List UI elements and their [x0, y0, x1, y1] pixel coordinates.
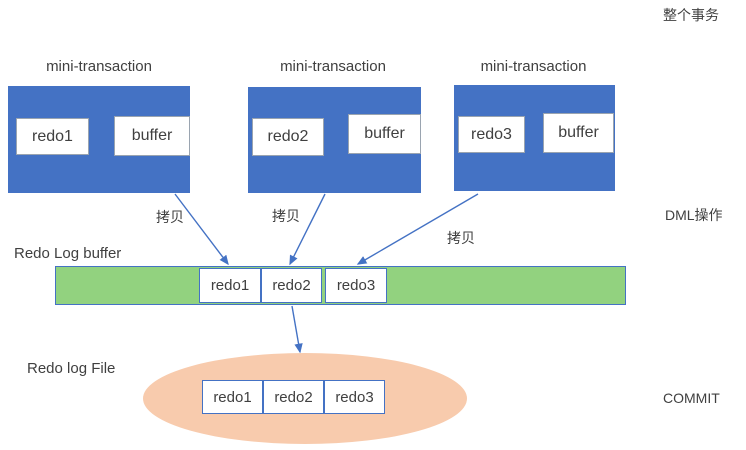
mini-transaction-group-1: mini-transaction redo1 buffer: [8, 58, 190, 194]
copy-label-2: 拷贝: [272, 208, 300, 224]
redo-log-file-cell-1: redo1: [202, 380, 263, 414]
buffer-box-3: buffer: [543, 113, 614, 153]
redo-log-buffer-cell-3: redo3: [325, 268, 387, 303]
redo-log-file-cell-2: redo2: [263, 380, 324, 414]
copy-label-3: 拷贝: [447, 230, 475, 246]
copy-arrow-2: [289, 193, 326, 266]
stage-label-dml-operation: DML操作: [665, 207, 723, 223]
buffer-box-2: buffer: [348, 114, 421, 154]
mini-transaction-title-2: mini-transaction: [280, 58, 386, 75]
redo-box-2: redo2: [252, 118, 324, 156]
copy-label-1: 拷贝: [156, 209, 184, 225]
stage-label-whole-transaction: 整个事务: [663, 7, 719, 23]
redo-log-buffer-cell-2: redo2: [261, 268, 322, 303]
mini-transaction-title-1: mini-transaction: [46, 58, 152, 75]
copy-arrow-1: [174, 193, 229, 266]
buffer-to-file-arrow: [291, 305, 303, 354]
redo-log-file-cell-3: redo3: [324, 380, 385, 414]
redo-log-buffer-cell-1: redo1: [199, 268, 261, 303]
redo-box-3: redo3: [458, 116, 525, 153]
redo-box-1: redo1: [16, 118, 89, 155]
redo-log-buffer-label: Redo Log buffer: [14, 245, 122, 262]
mini-transaction-group-2: mini-transaction redo2 buffer: [245, 58, 421, 194]
stage-label-commit: COMMIT: [663, 390, 720, 406]
redo-log-file-label: Redo log File: [27, 360, 116, 377]
buffer-box-1: buffer: [114, 116, 190, 156]
mini-transaction-group-3: mini-transaction redo3 buffer: [452, 58, 615, 192]
mini-transaction-title-3: mini-transaction: [480, 58, 587, 75]
